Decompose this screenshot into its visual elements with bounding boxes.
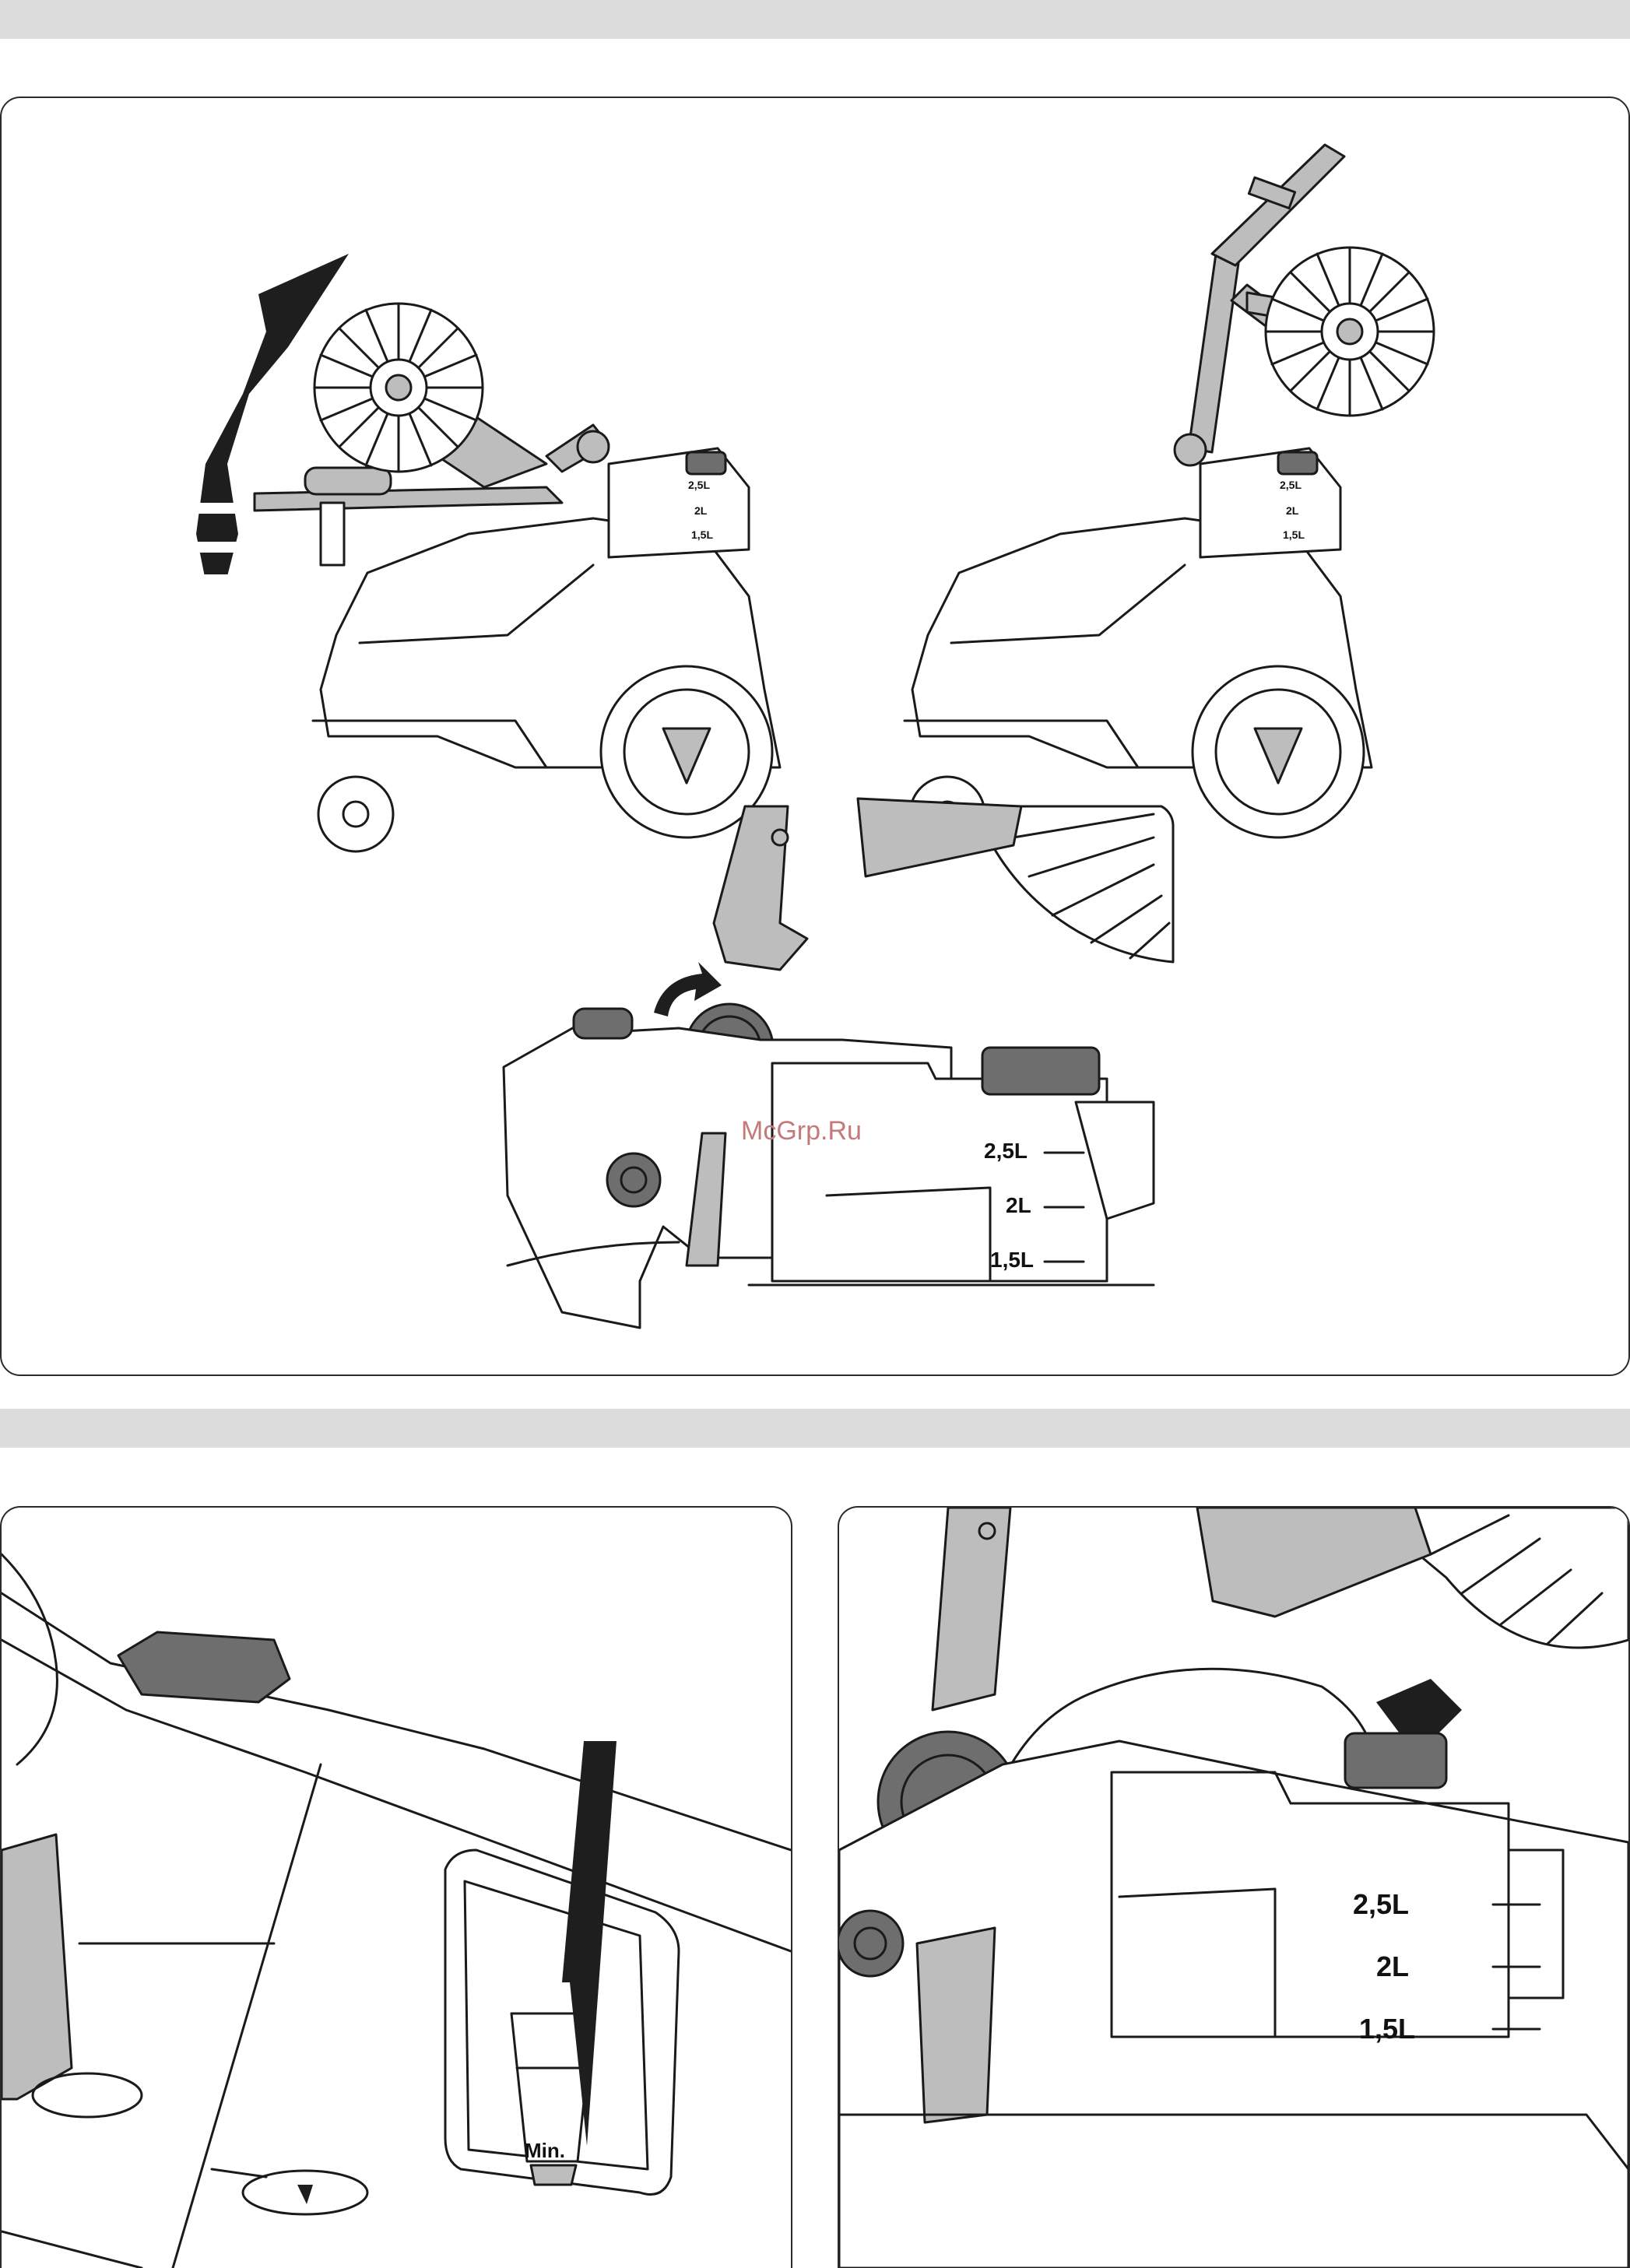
tank-mark-1-5l-detail: 1,5L [1359,2013,1415,2045]
svg-text:1,5L: 1,5L [1283,528,1305,541]
svg-text:2,5L: 2,5L [688,479,710,491]
machine-reel-raised: 2,5L 2L 1,5L [905,145,1434,851]
illustration-panel-hose-reel: 2,5L 2L 1,5L [0,97,1630,1376]
tank-mark-2-5l: 2,5L [984,1139,1028,1163]
section-header-band-middle [0,1409,1630,1448]
min-level-label: Min. [525,2139,565,2162]
svg-text:1,5L: 1,5L [691,528,713,541]
tank-mark-2-5l-detail: 2,5L [1353,1888,1409,1920]
machine-reel-folded: 2,5L 2L 1,5L [196,254,780,851]
section-header-band-top [0,0,1630,39]
detail-inset-handle-knob: 2,5L 2L 1,5L [504,799,1173,1328]
tank-mark-2l: 2L [1006,1193,1031,1217]
watermark: McGrp.Ru [741,1116,862,1146]
svg-text:2L: 2L [1286,504,1299,517]
svg-text:2,5L: 2,5L [1280,479,1302,491]
tank-mark-1-5l: 1,5L [990,1248,1034,1272]
illustration-panel-fill-tank: 2,5L 2L 1,5L [838,1506,1630,2268]
svg-text:2L: 2L [694,504,708,517]
tank-mark-2l-detail: 2L [1376,1950,1409,1982]
illustration-panel-min-level: Min. [0,1506,792,2268]
